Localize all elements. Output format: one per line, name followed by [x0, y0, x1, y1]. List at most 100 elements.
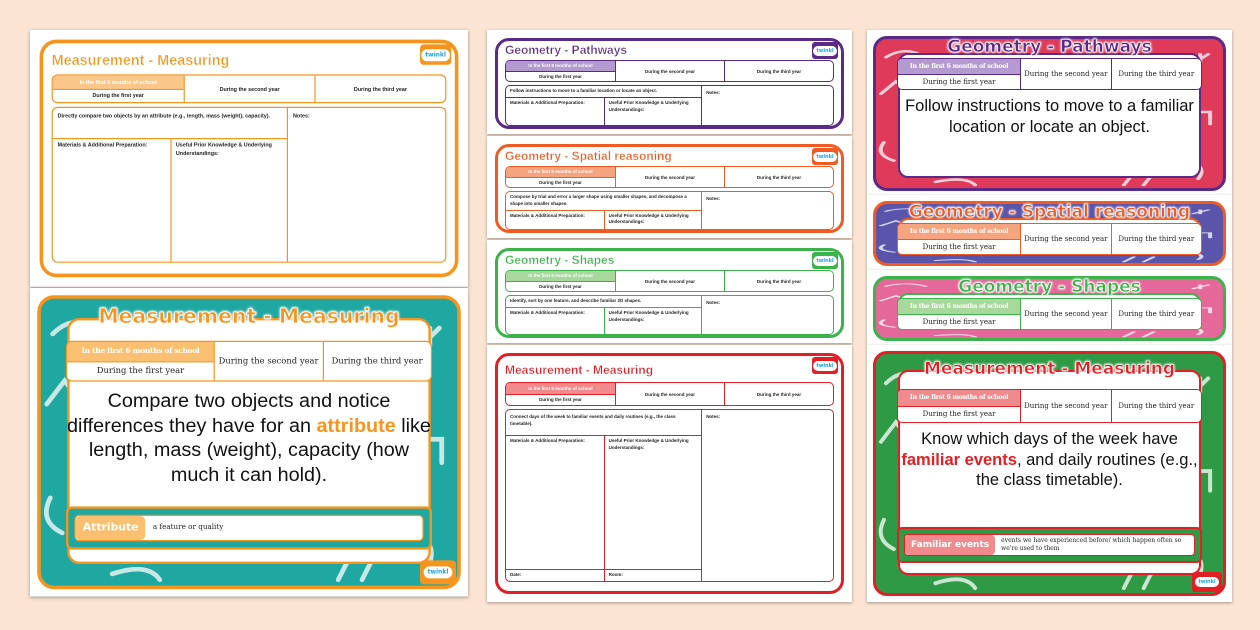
- worksheet-body: Directly compare two objects by an attri…: [51, 106, 447, 263]
- prior-knowledge-box[interactable]: Useful Prior Knowledge & Underlying Unde…: [603, 436, 702, 569]
- date-field[interactable]: Date:: [510, 572, 522, 577]
- stage-first-year: During the first year: [506, 393, 615, 406]
- decorative-stroke: [1121, 331, 1156, 338]
- prior-knowledge-box[interactable]: Useful Prior Knowledge & Underlying Unde…: [603, 307, 702, 334]
- worksheet-card[interactable]: twinkl Geometry - Spatial reasoning In the…: [487, 136, 852, 238]
- twinkl-logo: twinkl: [812, 252, 838, 269]
- prior-knowledge-box[interactable]: Useful Prior Knowledge & Underlying Unde…: [169, 139, 287, 262]
- statement-keyword: familiar events: [901, 450, 1017, 469]
- stage-second-year: During the second year: [1020, 224, 1110, 254]
- decorative-stroke: [933, 334, 978, 338]
- worksheet-title: Measurement - Measuring: [505, 363, 654, 377]
- worksheet-body: Compose by trial and error a larger shap…: [505, 191, 834, 230]
- stage-second-year: During the second year: [615, 167, 724, 187]
- materials-box[interactable]: Materials & Additional Preparation:: [510, 99, 585, 105]
- objective-text: Connect days of the week to familiar eve…: [506, 410, 702, 436]
- stage-second-year: During the second year: [615, 271, 724, 291]
- decorative-stroke: [1121, 256, 1156, 263]
- glossary-bar: Familiar events events we have experience…: [897, 527, 1202, 563]
- poster-card[interactable]: Measurement - Measuring In the first 6 mo…: [30, 288, 469, 597]
- planning-column: Connect days of the week to familiar eve…: [506, 410, 703, 581]
- glossary-term: Familiar events: [905, 535, 996, 555]
- prior-knowledge-box[interactable]: Useful Prior Knowledge & Underlying Unde…: [603, 210, 702, 229]
- twinkl-logo-text: twinkl: [423, 566, 452, 579]
- room-field[interactable]: Room:: [603, 570, 702, 581]
- notes-box[interactable]: Notes:: [293, 112, 310, 119]
- poster-title: Measurement - Measuring: [98, 304, 400, 329]
- stage-third-year: During the third year: [724, 61, 833, 81]
- worksheet-title: Geometry - Spatial reasoning: [505, 149, 672, 163]
- statement-text: Know which days of the week have: [921, 430, 1178, 448]
- stage-first-year: During the first year: [898, 73, 1021, 90]
- stage-first-year: During the first year: [506, 176, 615, 188]
- stage-second-year: During the second year: [1020, 59, 1110, 89]
- stage-second-year: During the second year: [183, 75, 315, 102]
- objective-text: Follow instructions to move to a familia…: [506, 86, 702, 98]
- worksheet-title: Geometry - Shapes: [505, 253, 615, 267]
- planning-boxes: Materials & Additional Preparation: Usefu…: [506, 97, 702, 125]
- decorative-stroke: [1191, 209, 1211, 215]
- materials-box[interactable]: Materials & Additional Preparation:: [510, 309, 585, 315]
- poster-title: Measurement - Measuring: [923, 359, 1176, 380]
- stage-first-6-months: In the first 6 months of school: [67, 342, 214, 361]
- planning-column: Identify, sort by one feature, and descr…: [506, 296, 703, 334]
- decorative-stroke: [933, 259, 978, 263]
- decorative-stroke: [883, 208, 928, 212]
- glossary-definition: events we have experienced before/ which…: [1001, 537, 1182, 552]
- poster-card[interactable]: Measurement - Measuring In the first 6 mo…: [867, 345, 1232, 602]
- stage-first-6-months: In the first 6 months of school: [898, 224, 1021, 239]
- decorative-stroke: [1196, 232, 1213, 239]
- stage-second-year: During the second year: [1020, 299, 1110, 329]
- glossary-entry: Familiar events events we have experience…: [904, 534, 1195, 556]
- materials-box[interactable]: Materials & Additional Preparation:: [510, 212, 585, 218]
- statement-text: Compare two objects and notice differenc…: [67, 390, 391, 437]
- stage-third-year: During the third year: [1110, 299, 1201, 329]
- planning-boxes: Materials & Additional Preparation: Usefu…: [506, 436, 701, 569]
- decorative-stroke: [878, 244, 896, 253]
- glossary-term: Attribute: [75, 516, 146, 540]
- materials-box[interactable]: Materials & Additional Preparation:: [510, 438, 585, 443]
- worksheet-frame: [495, 353, 844, 594]
- decorative-stroke: [1191, 284, 1211, 290]
- poster-title: Geometry - Shapes: [958, 277, 1141, 298]
- twinkl-logo-text: twinkl: [1195, 577, 1219, 587]
- learning-statement: Compare two objects and notice differenc…: [64, 389, 435, 488]
- stage-first-6-months: In the first 6 months of school: [898, 59, 1021, 74]
- twinkl-logo: twinkl: [420, 44, 452, 65]
- stage-first-6-months: In the first 6 months of school: [506, 167, 615, 177]
- stage-first-year: During the first year: [506, 280, 615, 292]
- decorative-stroke: [109, 566, 163, 583]
- twinkl-logo-text: twinkl: [813, 151, 837, 162]
- worksheet-card[interactable]: twinkl Geometry - Shapes In the first 6 mo…: [487, 240, 852, 343]
- materials-box[interactable]: Materials & Additional Preparation:: [57, 141, 148, 148]
- learning-statement: Follow instructions to move to a familia…: [895, 96, 1204, 137]
- twinkl-logo: twinkl: [812, 148, 838, 165]
- footer-row: Date: Room:: [506, 569, 702, 581]
- planning-boxes: Materials & Additional Preparation: Usefu…: [506, 307, 702, 334]
- worksheet-frame: [495, 38, 844, 129]
- notes-box[interactable]: Notes:: [706, 90, 721, 95]
- planning-column: Directly compare two objects by an attri…: [52, 108, 289, 262]
- learning-statement: Know which days of the week have familia…: [895, 429, 1204, 491]
- decorative-stroke: [878, 319, 896, 328]
- notes-box[interactable]: Notes:: [706, 414, 721, 419]
- notes-box[interactable]: Notes:: [706, 196, 721, 201]
- prior-knowledge-box[interactable]: Useful Prior Knowledge & Underlying Unde…: [603, 97, 702, 125]
- notes-box[interactable]: Notes:: [706, 300, 721, 305]
